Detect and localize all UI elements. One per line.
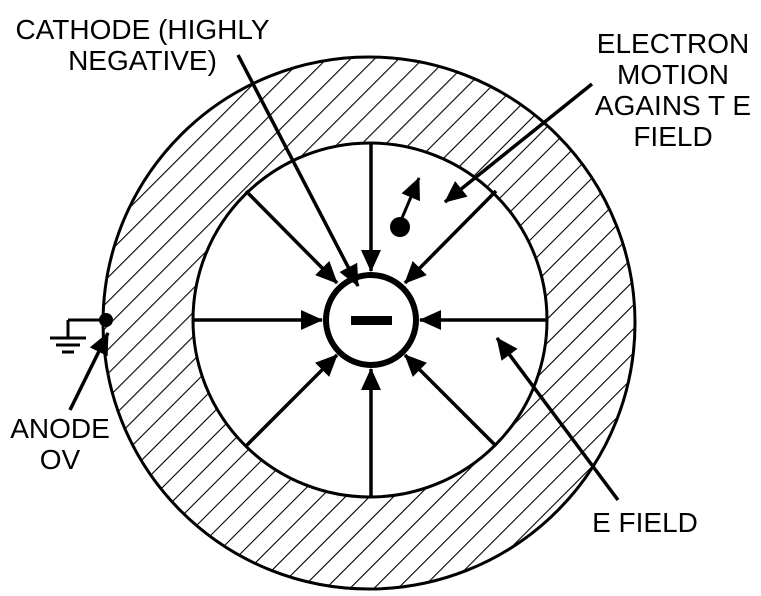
electron-motion-label-line-3: AGAINS T E xyxy=(594,90,752,121)
anode-label: ANODE OV xyxy=(0,413,120,475)
cathode-pointer xyxy=(236,54,360,287)
electron-motion-label-line-2: MOTION xyxy=(617,59,729,90)
ground-icon xyxy=(50,318,106,354)
cathode-label-line-1: CATHODE (HIGHLY xyxy=(15,14,270,45)
electron-motion-arrow xyxy=(400,177,421,219)
anode-pointer xyxy=(68,332,110,411)
e-field-pointer xyxy=(495,336,620,502)
anode-label-line-2: OV xyxy=(39,444,81,475)
electron-motion-label-line-1: ELECTRON xyxy=(596,28,750,59)
pointer-arrows xyxy=(68,54,620,502)
anode-label-line-1: ANODE xyxy=(10,413,110,444)
field-line-bottom-right xyxy=(403,353,498,448)
field-line-bottom-left xyxy=(244,353,339,448)
cathode-label-line-2: NEGATIVE) xyxy=(68,45,217,76)
field-line-top-left xyxy=(244,189,339,285)
electron-motion-label: ELECTRON MOTION AGAINS T E FIELD xyxy=(585,28,761,152)
negative-sign-icon xyxy=(351,316,392,325)
electron-motion-pointer xyxy=(443,82,594,204)
cathode-label: CATHODE (HIGHLY NEGATIVE) xyxy=(0,14,285,76)
electron-dot-icon xyxy=(390,217,410,237)
field-line-top-right xyxy=(403,189,498,285)
field-lines xyxy=(194,143,548,497)
electron-motion-label-line-4: FIELD xyxy=(633,121,713,152)
e-field-label: E FIELD xyxy=(592,507,698,538)
